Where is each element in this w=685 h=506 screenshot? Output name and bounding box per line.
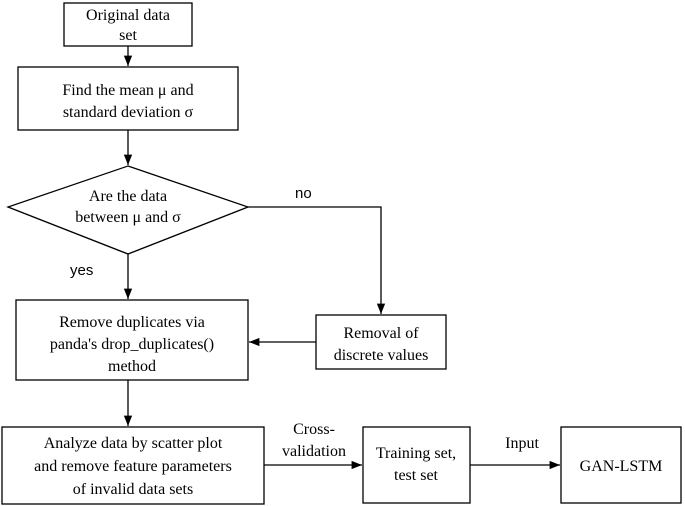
node-text: Original data (86, 7, 170, 24)
node-remove-duplicates: Remove duplicates via panda's drop_dupli… (15, 299, 249, 381)
edge-decision-no (248, 206, 386, 314)
node-gan-lstm: GAN-LSTM (560, 426, 682, 504)
node-text: of invalid data sets (73, 481, 193, 498)
node-text: Are the data (89, 188, 167, 205)
node-text: test set (394, 467, 439, 484)
node-text: set (119, 27, 137, 44)
node-removal-discrete: Removal of discrete values (315, 314, 447, 370)
node-text: discrete values (334, 347, 429, 364)
node-text: GAN-LSTM (580, 458, 663, 475)
node-text: Remove duplicates via (59, 314, 205, 331)
node-text: panda's drop_duplicates() (50, 336, 214, 353)
node-text: Removal of (343, 325, 419, 342)
edge-label-input: Input (505, 435, 539, 452)
node-analyze-scatter: Analyze data by scatter plot and remove … (1, 426, 265, 505)
node-text: standard deviation σ (63, 104, 194, 121)
node-text: method (108, 358, 156, 375)
node-text: between μ and σ (75, 209, 181, 226)
node-original-data-set: Original data set (63, 2, 193, 47)
node-training-test-set: Training set, test set (362, 426, 471, 504)
node-find-mean-std: Find the mean μ and standard deviation σ (17, 66, 239, 131)
node-text: Find the mean μ and (62, 82, 193, 99)
node-text: Analyze data by scatter plot (44, 435, 223, 452)
edge-label-yes: yes (70, 262, 93, 279)
edge-label-cross: Cross- (293, 421, 335, 438)
node-decision-between: Are the data between μ and σ (6, 165, 250, 255)
node-text: Training set, (376, 445, 456, 462)
edge-label-no: no (295, 185, 312, 202)
node-text: and remove feature parameters (34, 458, 232, 475)
edge-label-validation: validation (282, 443, 346, 460)
